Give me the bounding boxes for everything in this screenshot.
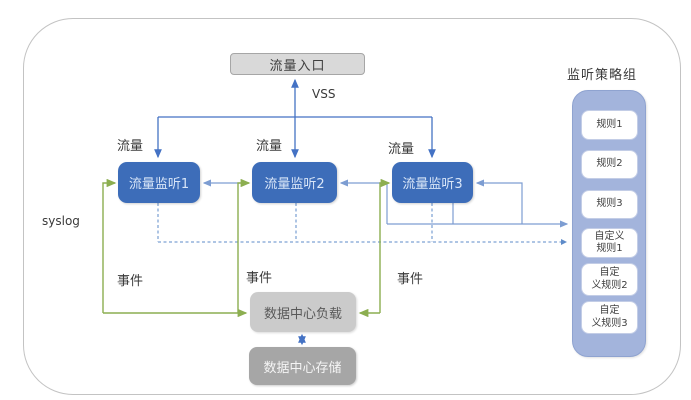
event-label-1: 事件: [117, 274, 144, 289]
rule-node-5: 自定 义规则2: [581, 263, 638, 296]
rule-node-4: 自定义 规则1: [581, 228, 638, 258]
traffic-label-1: 流量: [117, 139, 144, 154]
datacenter-load-node: 数据中心负载: [250, 292, 356, 332]
traffic-monitor-node-1: 流量监听1: [118, 162, 200, 203]
traffic-label-2: 流量: [256, 139, 283, 154]
event-label-3: 事件: [397, 272, 424, 287]
rule-node-1: 规则1: [581, 110, 638, 140]
policy-group-title: 监听策略组: [567, 68, 638, 83]
rule-node-6: 自定 义规则3: [581, 301, 638, 334]
event-label-2: 事件: [246, 271, 273, 286]
rule-node-2: 规则2: [581, 150, 638, 179]
vss-label: VSS: [312, 87, 336, 101]
traffic-entry-node: 流量入口: [230, 53, 365, 75]
traffic-label-3: 流量: [388, 142, 415, 157]
syslog-label: syslog: [42, 214, 80, 228]
traffic-monitor-node-2: 流量监听2: [252, 162, 337, 203]
datacenter-storage-node: 数据中心存储: [249, 347, 356, 385]
traffic-monitor-node-3: 流量监听3: [392, 162, 473, 203]
rule-node-3: 规则3: [581, 190, 638, 219]
